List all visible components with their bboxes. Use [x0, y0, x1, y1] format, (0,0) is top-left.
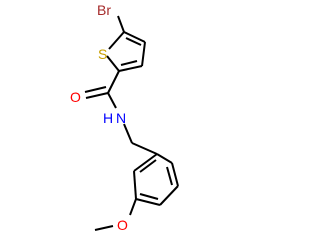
bond-carbonyl-o [85, 92, 109, 99]
bond-c4-c3 [141, 41, 146, 67]
bond-r4-r5-double [139, 193, 159, 200]
bond-c5-c4-double [125, 37, 142, 46]
bonds [84, 15, 179, 231]
molecule-structure: Br S O N H O [70, 2, 179, 233]
nitrogen-label: N [116, 110, 126, 126]
bond-o-ch3 [94, 225, 114, 231]
methoxy-oxygen-label: O [117, 217, 128, 233]
bond-c3-c2 [118, 65, 143, 72]
bond-c5-c4 [123, 31, 146, 43]
carbonyl-oxygen-label: O [70, 89, 81, 105]
bond-carbonyl-o-double [84, 86, 107, 93]
bond-r1-r2 [156, 153, 173, 164]
bond-c2-carbonyl [107, 70, 120, 94]
bond-ch2-ring [131, 142, 158, 155]
bond-c2-s [106, 55, 120, 72]
bromine-label: Br [97, 2, 111, 18]
amide-hydrogen-label: H [103, 110, 113, 126]
bond-n-ch2 [123, 123, 133, 144]
bond-r6-r1-double [139, 159, 157, 173]
bond-carbonyl-n [107, 92, 117, 109]
atom-labels: Br S O N H O [70, 2, 128, 233]
bond-s-c5 [108, 31, 125, 50]
bond-r3-r4 [159, 185, 179, 206]
bond-r2-r3 [171, 162, 179, 187]
bond-r6-r1 [133, 153, 158, 172]
bond-br-c5 [117, 15, 125, 33]
structure-canvas: Br S O N H O [70, 2, 179, 233]
sulfur-label: S [98, 46, 107, 62]
bond-r2-r3-double [166, 166, 173, 186]
bond-c3-c2-double [120, 60, 138, 66]
bond-r4-r5 [135, 198, 161, 206]
bond-ring-o [129, 198, 137, 216]
bond-r5-r6 [133, 170, 137, 200]
